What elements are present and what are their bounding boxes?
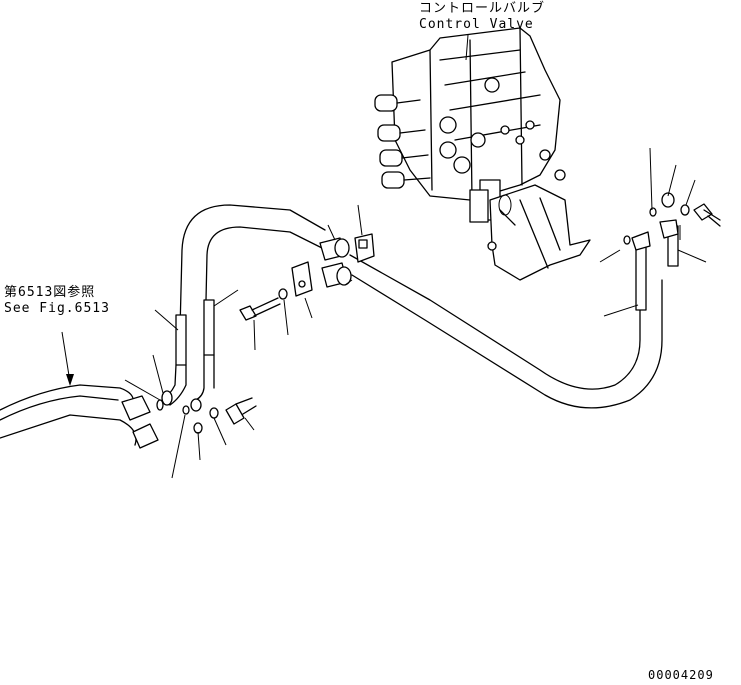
valve-mounting-bracket: [487, 149, 591, 281]
leader-lines: [61, 34, 707, 479]
hose-reference: [0, 384, 159, 449]
control-valve-label-en: Control Valve: [419, 17, 534, 32]
hose-ends-right: [631, 219, 679, 311]
control-valve-body: [374, 27, 561, 223]
drawing-number: 00004209: [648, 668, 714, 682]
bolts: [209, 203, 721, 425]
reference-label-jp: 第6513図参照: [4, 285, 96, 300]
clamp-fittings: [291, 233, 375, 297]
seals: [156, 192, 675, 434]
control-valve-label-jp: コントロールバルブ: [419, 1, 546, 16]
hose-ends-left: [161, 299, 215, 406]
hose-main: [179, 204, 663, 409]
reference-label-en: See Fig.6513: [4, 301, 110, 316]
